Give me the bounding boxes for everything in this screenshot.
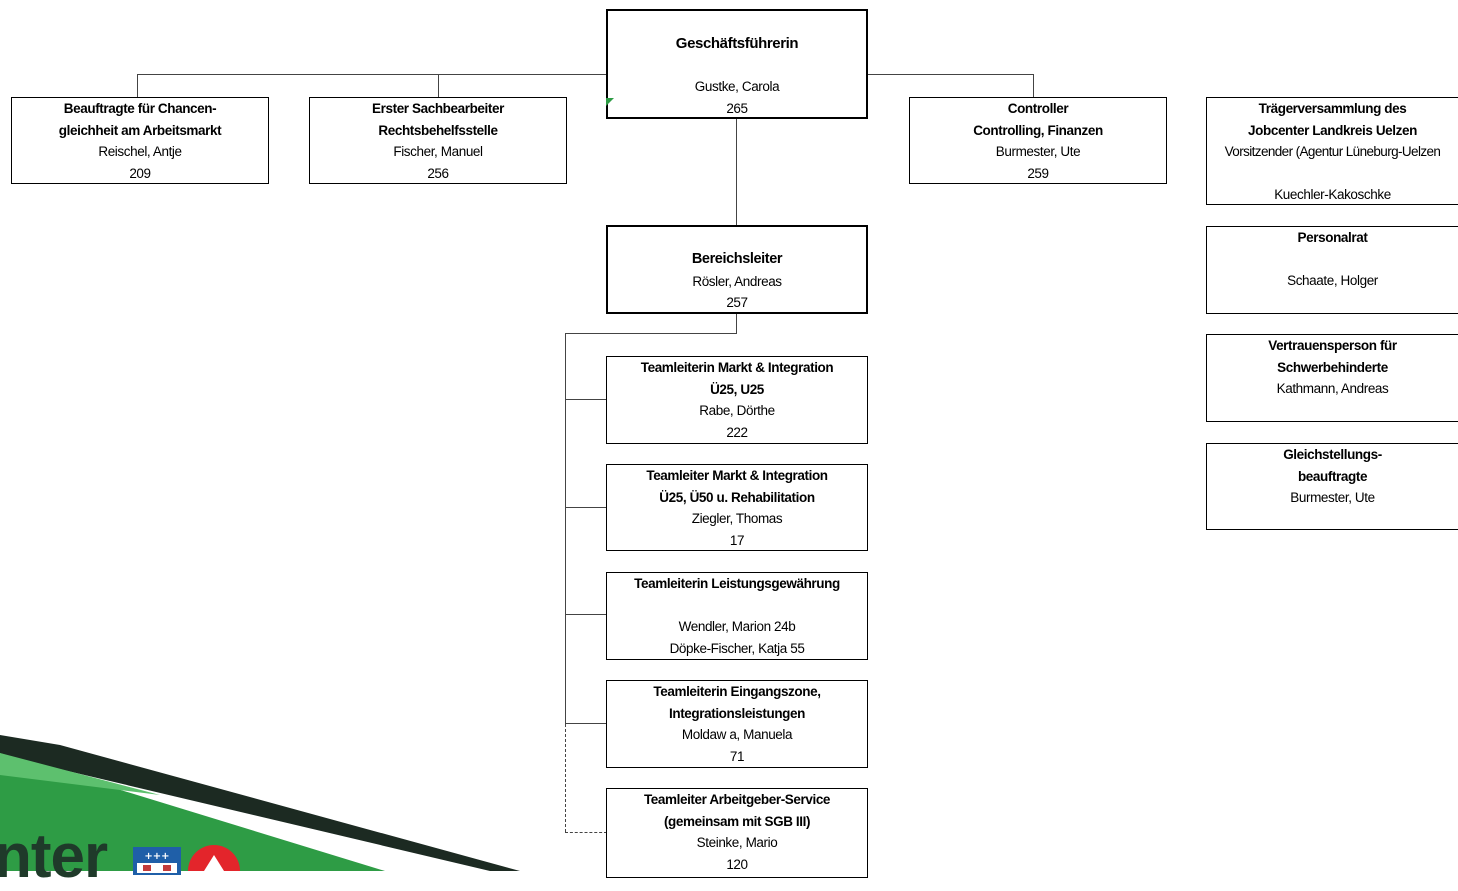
team-box-eingangszone: Teamleiterin Eingangszone, Integrationsl… (606, 680, 868, 768)
team-line4: 120 (726, 856, 748, 872)
staff-name: Reischel, Antje (98, 144, 182, 159)
team-line2: Ü25, U25 (710, 381, 764, 397)
connector-team-bus-vertical (565, 333, 566, 724)
staff-name: Fischer, Manuel (393, 144, 483, 159)
staff-box-rechtsbehelf: Erster Sachbearbeiter Rechtsbehelfsstell… (309, 97, 567, 184)
team-line1: Teamleiter Arbeitgeber-Service (643, 792, 831, 807)
ceo-corner-marker (606, 98, 614, 106)
team-line1: Teamleiterin Markt & Integration (640, 360, 834, 375)
team-line2: Integrationsleistungen (669, 705, 805, 721)
team-box-arbeitgeber-service: Teamleiter Arbeitgeber-Service (gemeinsa… (606, 788, 868, 878)
staff-line1: Beauftragte für Chancen- (63, 101, 217, 116)
controller-name: Burmester, Ute (995, 144, 1081, 159)
side-line1: Personalrat (1297, 230, 1368, 245)
side-line1: Trägerversammlung des (1258, 101, 1407, 116)
connector-team-4 (565, 723, 607, 724)
side-line1: Gleichstellungs- (1283, 447, 1382, 462)
connector-top-horizontal (137, 74, 607, 75)
side-line2: beauftragte (1297, 468, 1368, 484)
team-line3: Rabe, Dörthe (699, 403, 775, 418)
connector-team-bus-top (565, 333, 737, 334)
connector-drop-chancen (137, 74, 138, 98)
ceo-title: Geschäftsführerin (675, 35, 799, 52)
banner-green-highlight (0, 753, 160, 795)
team-line2 (607, 595, 867, 617)
side-line3: Vorsitzender (Agentur Lüneburg-Uelzen (1224, 144, 1441, 159)
coat-of-arms-icon: +++ (133, 847, 181, 875)
team-box-markt-u25: Teamleiterin Markt & Integration Ü25, U2… (606, 356, 868, 444)
staff-room: 209 (129, 165, 151, 181)
team-line4: 222 (726, 424, 748, 440)
side-line2: Jobcenter Landkreis Uelzen (1248, 122, 1417, 138)
side-box-vertrauensperson: Vertrauensperson für Schwerbehinderte Ka… (1206, 334, 1458, 422)
staff-box-chancengleichheit: Beauftragte für Chancen- gleichheit am A… (11, 97, 269, 184)
team-line3: Moldaw a, Manuela (681, 727, 793, 742)
connector-drop-rechts (438, 74, 439, 98)
side-line5: Kuechler-Kakoschke (1274, 187, 1391, 202)
side-line3: Schaate, Holger (1287, 273, 1378, 288)
team-line4: 71 (729, 748, 745, 764)
connector-drop-controller (1033, 74, 1034, 98)
side-line4 (1207, 163, 1458, 185)
banner-dark-stripe (0, 735, 520, 871)
logo-wordmark: nter (0, 822, 108, 891)
side-line3: Burmester, Ute (1290, 490, 1375, 505)
side-box-gleichstellung: Gleichstellungs- beauftragte Burmester, … (1206, 443, 1458, 530)
side-box-personalrat: Personalrat Schaate, Holger (1206, 226, 1458, 314)
connector-team-5-dashed-vertical (565, 724, 566, 832)
side-line2: Schwerbehinderte (1277, 359, 1388, 375)
department-head-box: Bereichsleiter Rösler, Andreas 257 (606, 225, 868, 314)
team-line4: 17 (729, 532, 745, 548)
side-line1: Vertrauensperson für (1268, 338, 1397, 353)
connector-team-5-dashed-horizontal (565, 832, 607, 833)
team-box-leistungsgewaehrung: Teamleiterin Leistungsgewährung Wendler,… (606, 572, 868, 660)
team-line1: Teamleiter Markt & Integration (646, 468, 828, 483)
svg-text:+++: +++ (144, 851, 169, 862)
controller-line1: Controller (1007, 101, 1069, 116)
team-line3: Steinke, Mario (696, 835, 778, 850)
connector-team-2 (565, 507, 607, 508)
department-head-title: Bereichsleiter (691, 251, 783, 267)
side-line3: Kathmann, Andreas (1276, 381, 1389, 396)
department-head-room: 257 (726, 295, 748, 310)
ceo-room: 265 (726, 100, 748, 116)
staff-line1: Erster Sachbearbeiter (372, 101, 504, 116)
controller-box: Controller Controlling, Finanzen Burmest… (909, 97, 1167, 184)
team-line1: Teamleiterin Leistungsgewährung (634, 576, 840, 591)
team-line2: Ü25, Ü50 u. Rehabilitation (659, 489, 815, 505)
side-box-traegerversammlung: Trägerversammlung des Jobcenter Landkrei… (1206, 97, 1458, 205)
controller-line2: Controlling, Finanzen (973, 122, 1103, 138)
ceo-spacer (608, 55, 866, 77)
ceo-box: Geschäftsführerin Gustke, Carola 265 (606, 9, 868, 119)
side-line2 (1207, 249, 1458, 271)
department-head-name: Rösler, Andreas (692, 273, 782, 289)
ceo-name: Gustke, Carola (694, 79, 780, 94)
connector-team-1 (565, 399, 607, 400)
team-line2: (gemeinsam mit SGB III) (663, 813, 811, 829)
staff-line2: gleichheit am Arbeitsmarkt (58, 122, 222, 138)
team-box-markt-u50: Teamleiter Markt & Integration Ü25, Ü50 … (606, 464, 868, 551)
connector-head-down (736, 312, 737, 334)
team-line1: Teamleiterin Eingangszone, (653, 684, 821, 699)
agency-logo-icon (188, 845, 240, 871)
staff-line2: Rechtsbehelfsstelle (378, 122, 498, 138)
connector-team-3 (565, 614, 607, 615)
staff-room: 256 (427, 165, 449, 181)
team-line3: Ziegler, Thomas (691, 511, 783, 526)
logo-banner (0, 735, 520, 871)
team-line4: Döpke-Fischer, Katja 55 (669, 640, 805, 656)
team-line3: Wendler, Marion 24b (678, 619, 796, 634)
connector-top-right (867, 74, 1034, 75)
connector-ceo-to-head (736, 118, 737, 226)
controller-room: 259 (1027, 165, 1049, 181)
